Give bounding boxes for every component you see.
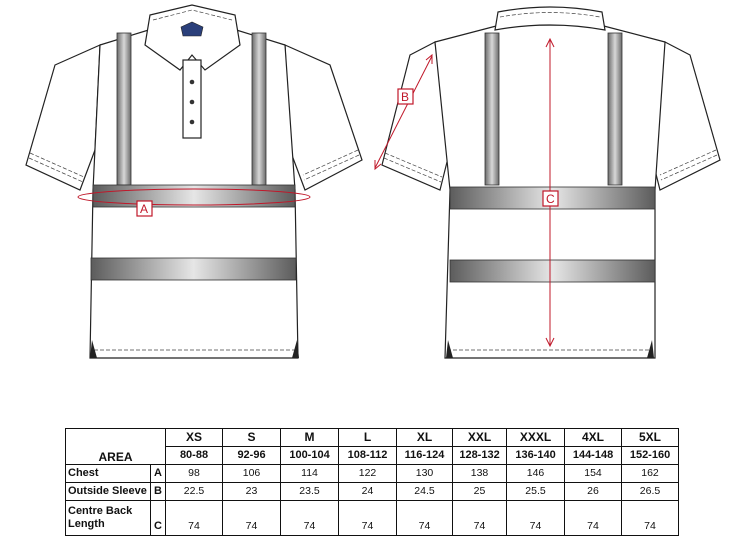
table-cell: 26.5 (621, 482, 680, 501)
table-cell: 106 (222, 464, 282, 483)
range-5xl: 152-160 (621, 446, 680, 465)
size-header-row: AREA XS S M L XL XXL XXXL 4XL 5XL (64, 428, 680, 465)
size-s: S (222, 428, 282, 447)
chest-row: Chest A 98 106 114 122 130 138 146 154 1… (65, 464, 680, 483)
chest-measure-line (77, 188, 311, 206)
range-s: 92-96 (222, 446, 282, 465)
logo-badge-icon (180, 21, 204, 37)
table-cell: 74 (452, 500, 508, 536)
front-tape-vertical-right (251, 32, 267, 186)
outside-sleeve-code: B (149, 482, 167, 501)
size-m: M (280, 428, 340, 447)
front-left-sleeve (25, 44, 101, 191)
garment-technical-drawing: A C B (25, 4, 721, 359)
size-l: L (338, 428, 398, 447)
front-tape-vertical-left (116, 32, 132, 186)
table-cell: 22.5 (165, 482, 224, 501)
centre-back-length-code: C (149, 500, 167, 536)
table-cell: 74 (396, 500, 454, 536)
table-cell: 25.5 (506, 482, 566, 501)
table-cell: 24.5 (396, 482, 454, 501)
label-a-box (136, 200, 153, 217)
back-tape-lower (449, 259, 656, 283)
table-cell: 162 (621, 464, 680, 483)
range-xs: 80-88 (165, 446, 224, 465)
outside-sleeve-row: Outside Sleeve B 22.5 23 23.5 24 24.5 25… (65, 482, 680, 501)
front-collar (144, 4, 241, 71)
table-cell: 26 (564, 482, 623, 501)
label-c: C (546, 192, 555, 206)
table-cell: 23 (222, 482, 282, 501)
area-header: AREA (64, 428, 167, 465)
size-4xl: 4XL (564, 428, 623, 447)
centre-back-label-line1: Centre Back (68, 505, 133, 517)
label-c-box (542, 190, 559, 207)
table-cell: 74 (564, 500, 623, 536)
size-xxl: XXL (452, 428, 508, 447)
table-cell: 74 (222, 500, 282, 536)
chest-code: A (149, 464, 167, 483)
range-m: 100-104 (280, 446, 340, 465)
back-tape-vertical-right (607, 32, 623, 186)
outside-sleeve-label: Outside Sleeve (65, 482, 151, 501)
table-cell: 74 (338, 500, 398, 536)
range-l: 108-112 (338, 446, 398, 465)
back-view: C B (374, 6, 721, 359)
front-tape-lower (90, 257, 297, 281)
size-xl: XL (396, 428, 454, 447)
table-cell: 74 (165, 500, 224, 536)
size-xxxl: XXXL (506, 428, 566, 447)
label-a: A (140, 202, 148, 216)
table-cell: 24 (338, 482, 398, 501)
table-cell: 74 (506, 500, 566, 536)
table-cell: 98 (165, 464, 224, 483)
sleeve-measure-line (374, 55, 433, 169)
table-cell: 130 (396, 464, 454, 483)
back-tape-vertical-left (484, 32, 500, 186)
range-xxxl: 136-140 (506, 446, 566, 465)
range-xl: 116-124 (396, 446, 454, 465)
front-view: A (25, 4, 363, 359)
front-placket (182, 59, 202, 139)
table-cell: 74 (280, 500, 340, 536)
back-collar (494, 6, 606, 31)
table-cell: 74 (621, 500, 680, 536)
table-cell: 146 (506, 464, 566, 483)
size-5xl: 5XL (621, 428, 680, 447)
size-xs: XS (165, 428, 224, 447)
table-cell: 23.5 (280, 482, 340, 501)
table-cell: 25 (452, 482, 508, 501)
label-b: B (401, 90, 409, 104)
table-cell: 138 (452, 464, 508, 483)
chest-label: Chest (65, 464, 151, 483)
table-cell: 114 (280, 464, 340, 483)
range-4xl: 144-148 (564, 446, 623, 465)
label-b-box (397, 88, 414, 105)
table-cell: 154 (564, 464, 623, 483)
range-xxl: 128-132 (452, 446, 508, 465)
size-chart-table: AREA XS S M L XL XXL XXXL 4XL 5XL 80-88 … (64, 428, 680, 536)
centre-back-label-line2: Length (68, 518, 105, 530)
table-cell: 122 (338, 464, 398, 483)
front-right-sleeve (284, 44, 363, 191)
